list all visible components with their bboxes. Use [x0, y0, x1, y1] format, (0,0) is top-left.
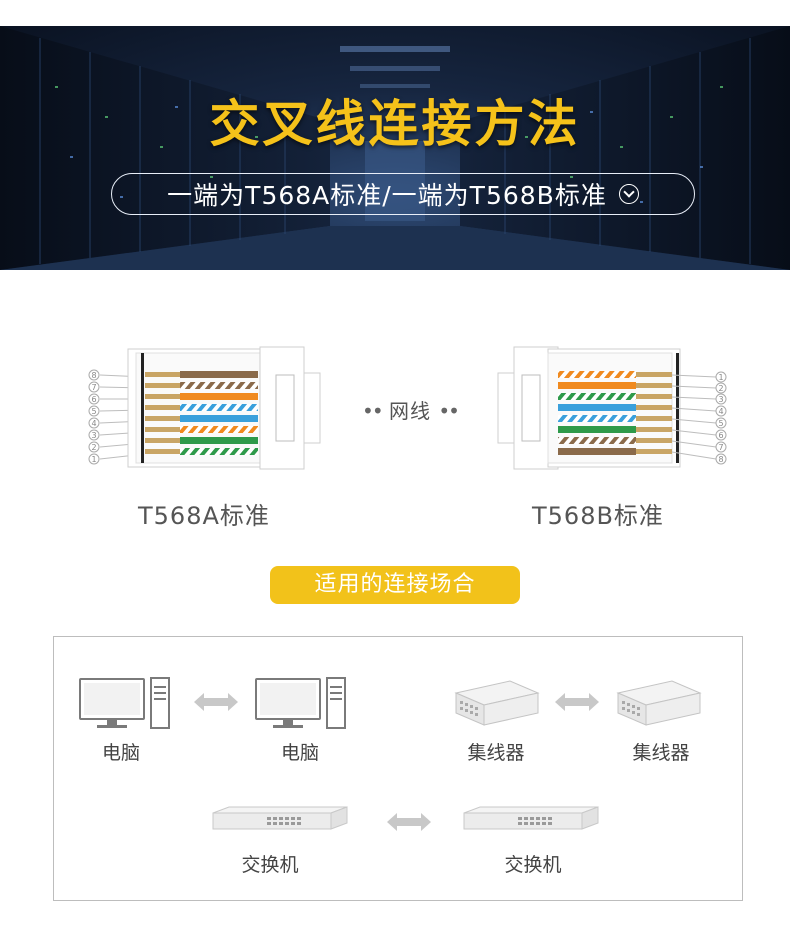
t568a-connector: 8 7 6 5 4 3 2 1	[88, 346, 321, 470]
pin-label: 8	[91, 371, 96, 380]
hub-label: 集线器	[632, 742, 690, 764]
t568b-label: T568B标准	[532, 502, 664, 530]
dots-right: ••	[438, 399, 460, 423]
switch-icon	[463, 806, 599, 830]
pin-label: 1	[718, 373, 723, 382]
pin-label: 5	[91, 407, 96, 416]
switch-label: 交换机	[241, 854, 299, 876]
t568b-connector: 1 2 3 4 5 6 7 8	[497, 346, 727, 470]
pin-label: 4	[91, 419, 96, 428]
pin-label: 2	[91, 443, 96, 452]
pin-label: 4	[718, 407, 723, 416]
pin-label: 3	[718, 395, 723, 404]
server-room-background	[0, 26, 790, 270]
double-arrow-icon	[387, 813, 431, 831]
switch-icon	[212, 806, 348, 830]
pin-label: 1	[91, 455, 96, 464]
pin-label: 2	[718, 384, 723, 393]
computer-label: 电脑	[280, 742, 319, 764]
pin-label: 8	[718, 455, 723, 464]
computer-icon	[255, 677, 346, 729]
header-banner: 交叉线连接方法 一端为T568A标准/一端为T568B标准	[0, 26, 790, 270]
computer-icon	[79, 677, 170, 729]
hub-icon	[454, 680, 540, 726]
switch-label: 交换机	[504, 854, 562, 876]
pin-label: 6	[718, 431, 723, 440]
double-arrow-icon	[555, 693, 599, 711]
pin-label: 3	[91, 431, 96, 440]
pin-label: 7	[91, 383, 96, 392]
t568a-label: T568A标准	[138, 502, 270, 530]
subtitle-text: 一端为T568A标准/一端为T568B标准	[167, 181, 607, 210]
page-title: 交叉线连接方法	[209, 95, 581, 153]
scenarios-panel: 电脑 电脑 集线器	[53, 636, 743, 901]
pin-label: 7	[718, 443, 723, 452]
double-arrow-icon	[194, 693, 238, 711]
pin-label: 5	[718, 419, 723, 428]
pin-label: 6	[91, 395, 96, 404]
computer-label: 电脑	[101, 742, 140, 764]
hub-label: 集线器	[467, 742, 525, 764]
connector-diagram: 8 7 6 5 4 3 2 1	[88, 346, 727, 470]
cable-label-text: 网线	[389, 399, 431, 423]
dots-left: ••	[362, 399, 384, 423]
chevron-down-circle-icon	[618, 184, 639, 204]
cable-label: •• 网线 ••	[345, 395, 475, 424]
scenarios-tag: 适用的连接场合	[270, 566, 520, 604]
hub-icon	[616, 680, 702, 726]
subtitle-pill: 一端为T568A标准/一端为T568B标准	[111, 173, 695, 215]
